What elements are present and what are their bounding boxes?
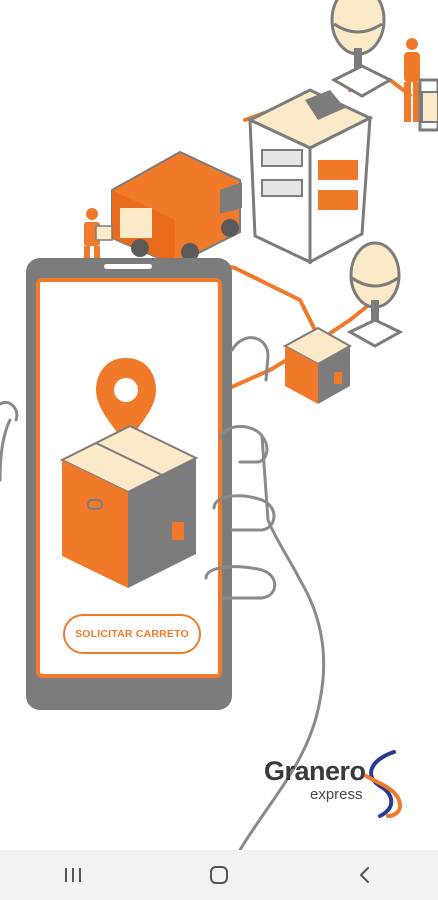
location-pin-icon bbox=[96, 358, 156, 446]
request-delivery-button[interactable]: SOLICITAR CARRETO bbox=[63, 614, 201, 654]
building bbox=[246, 88, 374, 265]
package-box-icon bbox=[59, 424, 199, 588]
brand-mark-icon bbox=[364, 750, 403, 818]
small-box bbox=[282, 326, 353, 404]
brand-logo: Granero express bbox=[262, 750, 412, 824]
back-icon bbox=[360, 867, 369, 883]
delivery-truck bbox=[111, 150, 242, 267]
back-button[interactable] bbox=[335, 855, 395, 895]
system-nav-bar bbox=[0, 850, 438, 900]
home-button[interactable] bbox=[189, 855, 249, 895]
tree-middle bbox=[346, 241, 404, 348]
brand-subtitle: express bbox=[310, 786, 363, 803]
hand-outline bbox=[0, 336, 326, 850]
home-icon bbox=[210, 866, 228, 884]
worker-carrying-box bbox=[84, 208, 113, 260]
recent-apps-icon bbox=[65, 868, 81, 882]
worker-handtruck bbox=[404, 38, 438, 132]
delivery-illustration bbox=[0, 0, 438, 850]
brand-name: Granero bbox=[264, 756, 366, 786]
recent-apps-button[interactable] bbox=[43, 855, 103, 895]
tree-top bbox=[330, 0, 394, 98]
